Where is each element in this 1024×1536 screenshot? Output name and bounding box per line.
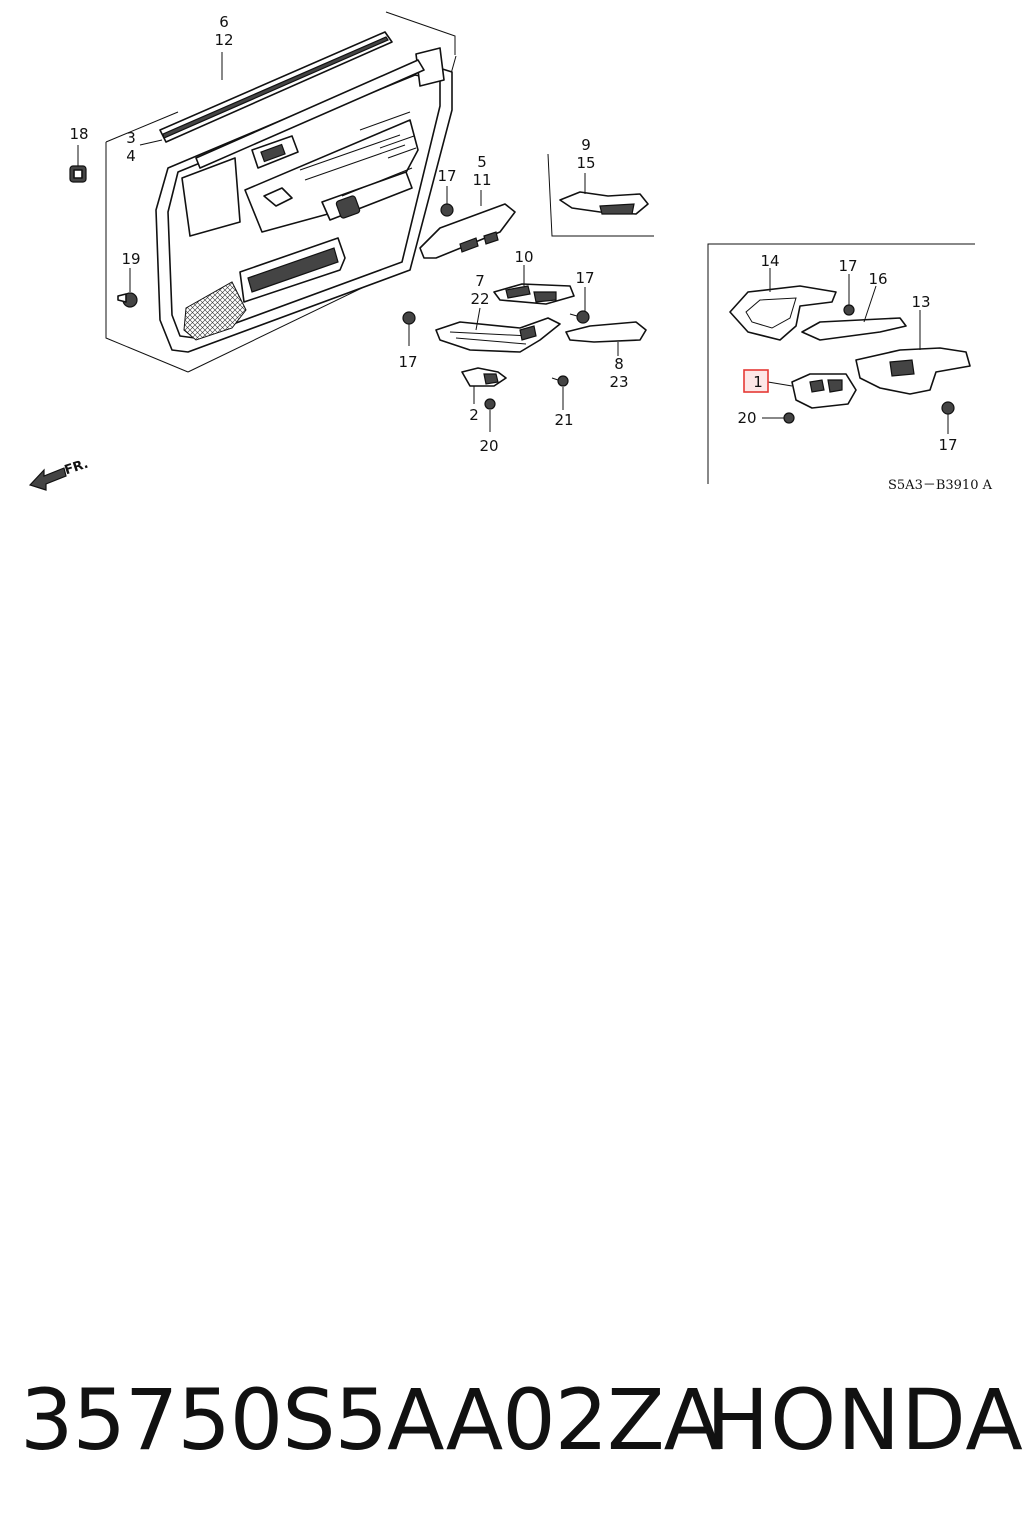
latch-2 (461, 367, 507, 404)
callout-17-inset-bottom: 17 (938, 436, 957, 454)
front-direction-arrow (28, 467, 67, 491)
parts-diagram: 6 12 18 3 4 5 11 17 9 15 19 10 7 22 17 1… (28, 11, 993, 493)
footer: 35750S5AA02ZA HONDA (0, 1360, 1024, 1480)
callout-6: 6 (219, 13, 229, 31)
master-switch-1 (791, 373, 857, 409)
callout-2: 2 (469, 406, 479, 424)
callout-22: 22 (470, 290, 489, 308)
screw-17d (843, 304, 855, 316)
screw-20a (484, 398, 496, 432)
screw-17b (569, 310, 590, 324)
screw-21 (551, 375, 569, 410)
callout-5: 5 (477, 153, 487, 171)
callout-1: 1 (753, 373, 763, 391)
screw-17e (941, 401, 955, 415)
callout-19: 19 (121, 250, 140, 268)
callout-3: 3 (126, 129, 136, 147)
callout-11: 11 (472, 171, 491, 189)
callout-12: 12 (214, 31, 233, 49)
callout-23: 23 (609, 373, 628, 391)
direction-label: FR. (63, 457, 91, 479)
screw-19 (117, 292, 138, 308)
screw-17c (402, 311, 416, 346)
pull-pocket-8-23 (565, 321, 647, 343)
callout-21: 21 (554, 411, 573, 429)
callout-17-bezel: 17 (575, 269, 594, 287)
weatherstrip (159, 31, 425, 169)
screw-20b (783, 412, 795, 424)
armrest-5-11 (419, 203, 516, 259)
callout-15: 15 (576, 154, 595, 172)
callout-13: 13 (911, 293, 930, 311)
handle-9-15-frame (547, 153, 654, 237)
brand-name: HONDA (706, 1371, 1024, 1469)
diagram-code: S5A3－B3910 A (888, 478, 993, 493)
switch-panel-14 (729, 285, 837, 341)
callout-4: 4 (126, 147, 136, 165)
callout-20-inset: 20 (737, 409, 756, 427)
switch-assembly-13 (855, 347, 971, 395)
part-number: 35750S5AA02ZA (20, 1371, 721, 1469)
callout-10: 10 (514, 248, 533, 266)
callout-17-inset-top: 17 (838, 257, 857, 275)
callout-17-left: 17 (398, 353, 417, 371)
callout-9: 9 (581, 136, 591, 154)
screw-17a (440, 203, 454, 217)
callout-8: 8 (614, 355, 624, 373)
highlight-box (743, 369, 769, 393)
leader-lines (77, 52, 949, 434)
cover-16 (801, 317, 907, 341)
handle-bracket-7-22 (435, 317, 561, 353)
inset-frame (707, 243, 975, 484)
switch-bezel-10 (493, 283, 575, 305)
callout-14: 14 (760, 252, 779, 270)
clip-18 (69, 165, 87, 183)
callout-20-main: 20 (479, 437, 498, 455)
callout-16: 16 (868, 270, 887, 288)
callout-labels: 6 12 18 3 4 5 11 17 9 15 19 10 7 22 17 1… (63, 13, 993, 493)
callout-7: 7 (475, 272, 485, 290)
callout-17-armrest: 17 (437, 167, 456, 185)
door-trim-panel (155, 47, 453, 353)
callout-18: 18 (69, 125, 88, 143)
